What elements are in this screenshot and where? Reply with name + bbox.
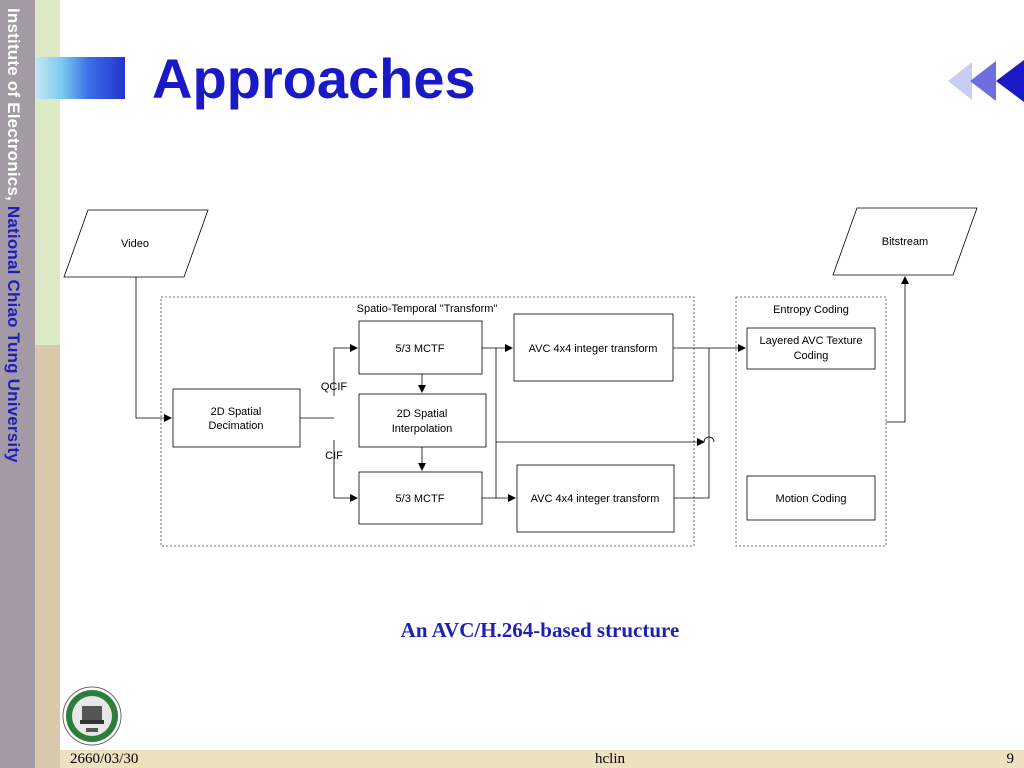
bitstream-output-shape (832, 207, 978, 276)
entropy-group-box (735, 296, 887, 547)
video-input-label: Video (121, 238, 149, 250)
nav-triangle-dark (996, 60, 1024, 102)
bitstream-output-label: Bitstream (882, 236, 928, 248)
university-seal-icon (62, 686, 122, 746)
transform-group-box (160, 296, 695, 547)
sidebar-institution-part2: National Chiao Tung University (4, 205, 23, 463)
texture-coding-box (746, 327, 876, 370)
motion-coding-label: Motion Coding (776, 493, 847, 505)
sidebar-institution-text: Institute of Electronics, National Chiao… (3, 8, 23, 463)
interpolation-box (358, 393, 487, 448)
footer-bar: 2660/03/30 hclin 9 (60, 750, 1024, 768)
transform-group-label: Spatio-Temporal "Transform" (357, 303, 498, 315)
qcif-to-mctf-arrow (333, 344, 358, 396)
texture-coding-label-line1: Layered AVC Texture (760, 335, 863, 347)
title-gradient-bar (35, 57, 125, 99)
avc-bottom-to-texture-line (674, 348, 710, 499)
interpolation-label-line1: 2D Spatial (397, 408, 448, 420)
cif-to-mctf-arrow (333, 440, 358, 502)
nav-triangle-light (948, 62, 972, 100)
slide-title: Approaches (152, 47, 476, 110)
avc-bottom-label: AVC 4x4 integer transform (531, 493, 660, 505)
avc-bottom-box (516, 464, 675, 533)
interpolation-label-line2: Interpolation (392, 423, 453, 435)
decimation-box (172, 388, 301, 448)
avc-top-box (513, 313, 674, 382)
decimation-label-line1: 2D Spatial (211, 406, 262, 418)
tan-strip (35, 345, 60, 768)
entropy-to-bitstream-arrow (886, 276, 909, 423)
avc-top-label: AVC 4x4 integer transform (529, 343, 658, 355)
mctf-top-box (358, 320, 483, 375)
texture-coding-label-line2: Coding (794, 350, 829, 362)
motion-coding-box (746, 475, 876, 521)
footer-author: hclin (595, 751, 625, 767)
rewind-nav-icon[interactable] (946, 58, 1024, 104)
sidebar: Institute of Electronics, National Chiao… (0, 0, 35, 768)
video-input-shape (63, 209, 209, 278)
sidebar-institution-part1: Institute of Electronics, (4, 8, 23, 206)
decimation-label-line2: Decimation (208, 420, 263, 432)
mctf-bottom-label: 5/3 MCTF (396, 493, 445, 505)
nav-triangle-mid (970, 61, 996, 101)
footer-date: 2660/03/30 (70, 751, 139, 767)
footer-page-number: 9 (1006, 751, 1015, 767)
entropy-group-label: Entropy Coding (773, 304, 849, 316)
diagram-caption: An AVC/H.264-based structure (400, 618, 680, 642)
mctf-bottom-box (358, 471, 483, 525)
mctf-top-label: 5/3 MCTF (396, 343, 445, 355)
video-to-decimation-arrow (135, 277, 172, 422)
